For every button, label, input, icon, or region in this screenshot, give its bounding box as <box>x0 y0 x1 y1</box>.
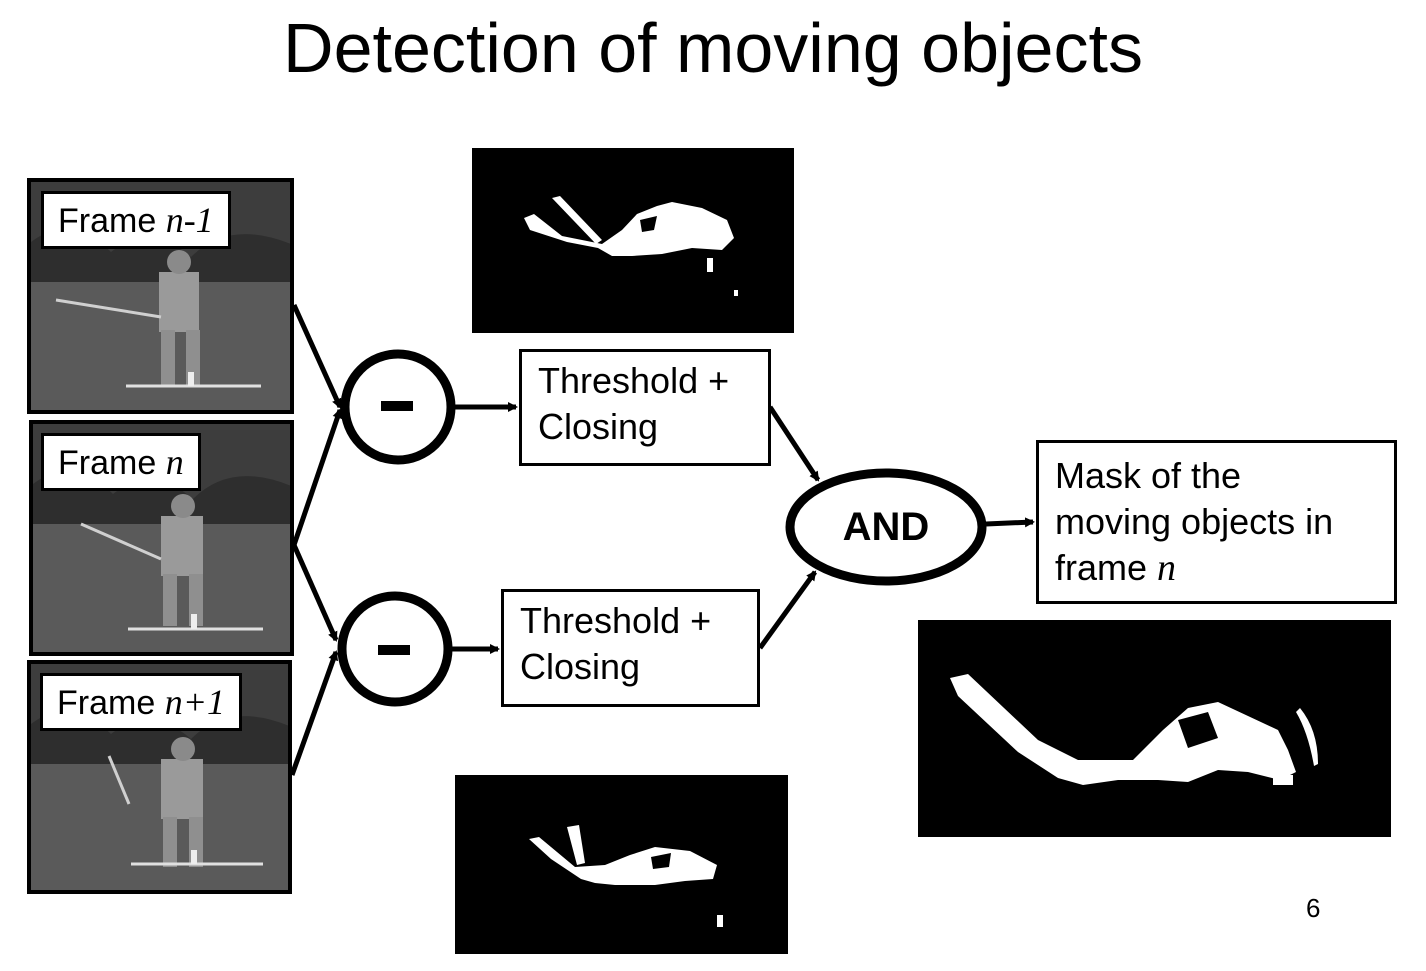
bottom-difference-mask <box>455 775 788 954</box>
frame-n-label: Frame n <box>41 433 201 491</box>
frame-n-plus-1-image: Frame n+1 <box>27 660 292 894</box>
frame-label-prefix: Frame <box>58 444 166 482</box>
threshold-box-line: Threshold + <box>520 600 712 641</box>
threshold-closing-box-bottom: Threshold + Closing <box>501 589 760 707</box>
frame-label-prefix: Frame <box>57 684 165 722</box>
output-mask-box: Mask of the moving objects in frame n <box>1036 440 1397 604</box>
threshold-closing-box-top: Threshold + Closing <box>519 349 771 466</box>
threshold-box-line: Closing <box>520 646 641 687</box>
output-line: Mask of the <box>1055 455 1242 496</box>
output-line-var: n <box>1157 547 1177 589</box>
frame-label-prefix: Frame <box>58 202 166 240</box>
and-operator-label: AND <box>842 505 930 549</box>
frame-label-var: n <box>165 442 184 482</box>
frame-label-var: n+1 <box>164 682 225 722</box>
threshold-box-line: Closing <box>538 406 659 447</box>
top-difference-mask <box>472 148 794 333</box>
frame-n-minus-1-image: Frame n-1 <box>27 178 294 414</box>
output-line-prefix: frame <box>1055 547 1158 588</box>
result-mask <box>918 620 1391 837</box>
frame-label-var: n-1 <box>165 200 214 240</box>
page-number: 6 <box>1306 893 1321 923</box>
frame-n-image: Frame n <box>29 420 294 656</box>
frame-n-minus-1-label: Frame n-1 <box>41 191 231 249</box>
and-operator <box>785 468 987 586</box>
output-line: frame n <box>1055 545 1378 591</box>
threshold-box-line: Threshold + <box>538 360 730 401</box>
slide-title: Detection of moving objects <box>283 9 1143 87</box>
frame-n-plus-1-label: Frame n+1 <box>40 673 242 731</box>
output-line: moving objects in <box>1055 501 1334 542</box>
